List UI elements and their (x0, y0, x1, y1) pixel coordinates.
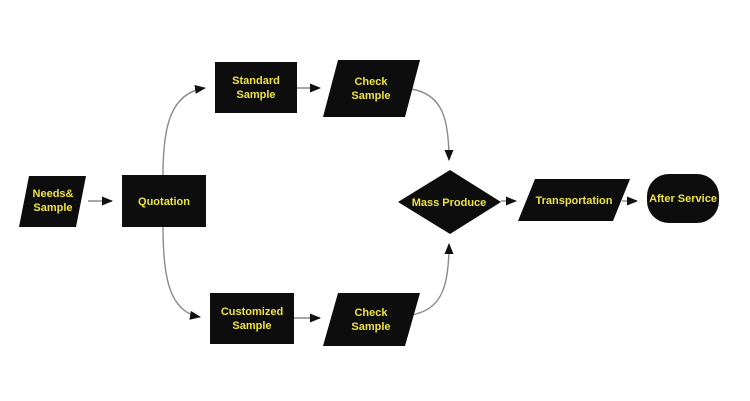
check-sample-bottom-parallelogram (323, 293, 420, 346)
edge-check-sample-top-to-mass-produce (410, 88, 454, 161)
customized-sample-rectangle (210, 293, 294, 344)
connectors (88, 83, 638, 323)
node-label: Mass Produce (412, 197, 487, 209)
node-label: Check (354, 307, 388, 319)
node-label: Check (354, 76, 388, 88)
check-sample-top-parallelogram (323, 60, 420, 117)
node-check-sample-bottom: Check Sample (323, 293, 420, 346)
node-label: Sample (351, 321, 390, 333)
node-after-service: After Service (647, 174, 719, 223)
node-needs-sample: Needs& Sample (19, 176, 86, 227)
node-label: Sample (232, 320, 271, 332)
edge-quotation-to-customized-sample (162, 226, 201, 320)
node-label: After Service (649, 193, 717, 205)
mass-produce-diamond (398, 170, 501, 234)
transportation-parallelogram (518, 179, 630, 221)
node-label: Sample (351, 90, 390, 102)
node-label: Sample (236, 89, 275, 101)
needs-sample-parallelogram (19, 176, 86, 227)
node-label: Standard (232, 75, 280, 87)
node-transportation: Transportation (518, 179, 630, 221)
node-quotation: Quotation (122, 175, 206, 227)
after-service-stadium (647, 174, 719, 223)
node-customized-sample: Customized Sample (210, 293, 294, 344)
edge-quotation-to-standard-sample (162, 85, 206, 176)
node-check-sample-top: Check Sample (323, 60, 420, 117)
standard-sample-rectangle (215, 62, 297, 113)
node-label: Needs& (33, 188, 74, 200)
node-label: Sample (33, 202, 72, 214)
edge-check-sample-bottom-to-mass-produce (410, 243, 454, 316)
node-mass-produce: Mass Produce (398, 170, 501, 234)
node-label: Quotation (138, 196, 190, 208)
node-label: Transportation (535, 195, 612, 207)
node-label: Customized (221, 306, 283, 318)
node-standard-sample: Standard Sample (215, 62, 297, 113)
quotation-rectangle (122, 175, 206, 227)
